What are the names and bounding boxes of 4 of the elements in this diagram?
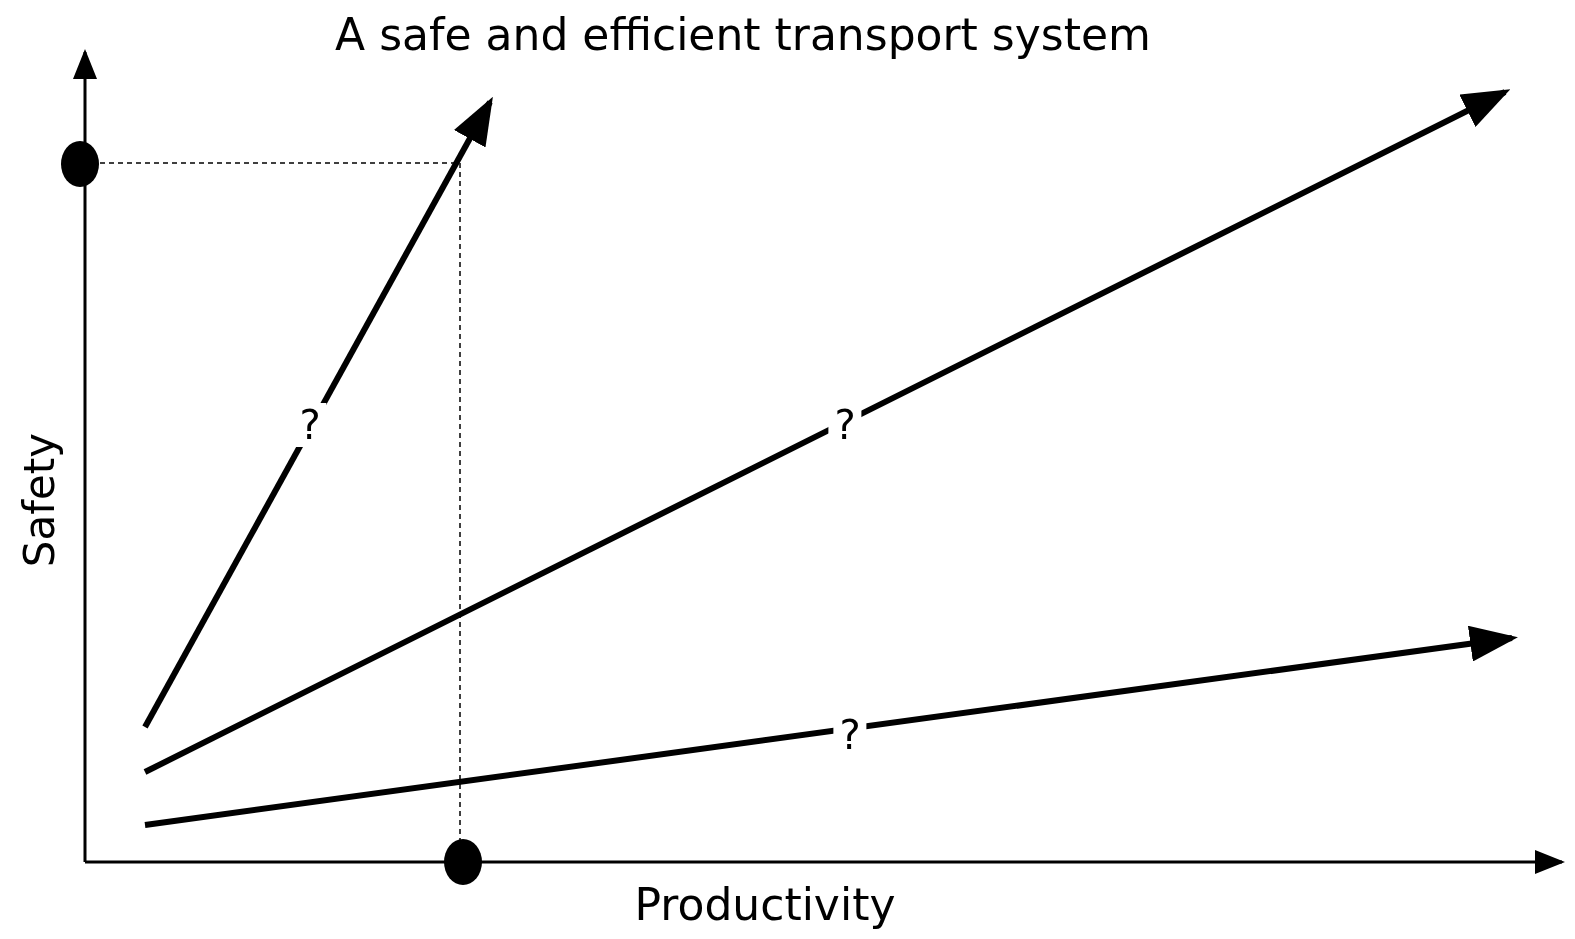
question-mark: ?: [293, 403, 327, 447]
axis-label: Productivity: [634, 880, 896, 930]
chart-title: A safe and efficient transport system: [335, 10, 1151, 60]
axis-label: Safety: [16, 432, 64, 568]
